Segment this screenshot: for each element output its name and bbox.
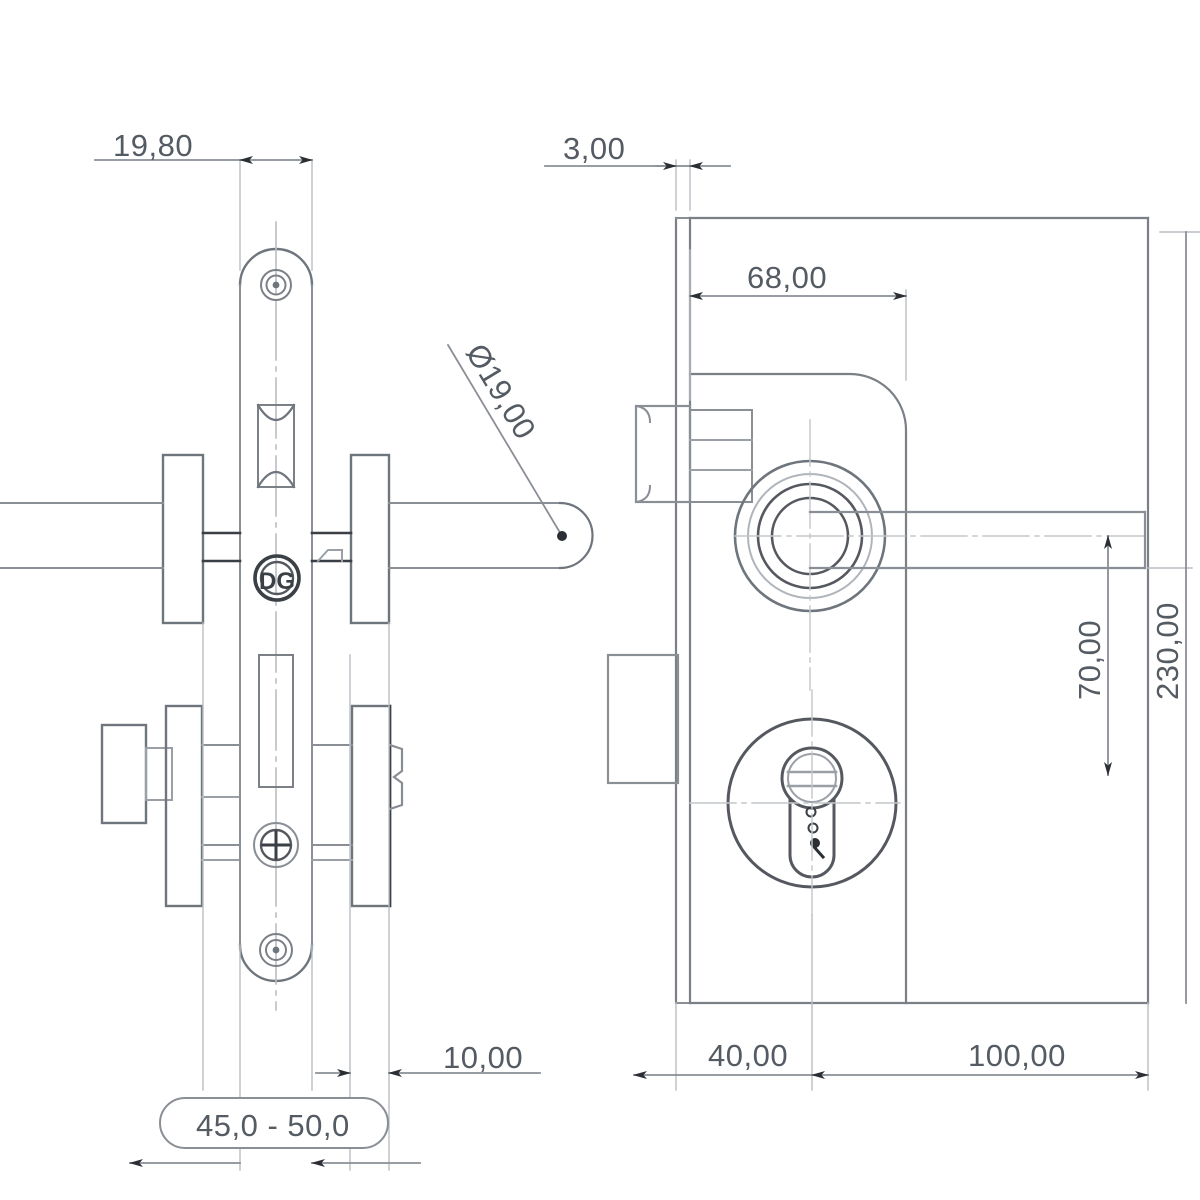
cylinder-collar-left (164, 704, 204, 908)
dim-label-100-00: 100,00 (968, 1038, 1066, 1073)
handle-bar-right (388, 501, 594, 570)
latch-bolt (634, 404, 692, 504)
dim-diameter-19-00 (446, 343, 567, 541)
lock-case-inner-profile (688, 372, 908, 1005)
euro-cylinder-keyhole (689, 689, 901, 916)
dim-label-3-00: 3,00 (563, 131, 625, 166)
follower-stack (689, 409, 753, 503)
bottom-screw-hole (259, 933, 293, 967)
spindle-stub-left (201, 531, 242, 563)
dim-label-45-50: 45,0 - 50,0 (196, 1108, 350, 1143)
faceplate (674, 216, 692, 1005)
right-front-elevation-group (606, 159, 1200, 1091)
thumbturn-knob (100, 723, 173, 825)
lock-case-body (688, 216, 1150, 1005)
left-side-elevation-group: DG (0, 159, 594, 1171)
top-screw-hole (260, 269, 292, 301)
dim-label-70-00: 70,00 (1072, 620, 1107, 700)
dim-label-40-00: 40,00 (708, 1038, 788, 1073)
dim-label-68-00: 68,00 (747, 260, 827, 295)
door-thickness-callout-box (159, 1097, 389, 1149)
spindle-stub-right (310, 531, 353, 563)
middle-window-cutout (258, 654, 294, 788)
dim-label-19-80: 19,80 (113, 128, 193, 163)
right-rosette (349, 453, 391, 625)
upper-cutout-slot (256, 403, 296, 489)
logo-text: DG (259, 568, 295, 595)
dim-label-diameter-19-00: Ø19,00 (459, 338, 543, 446)
dim-label-230-00: 230,00 (1150, 602, 1185, 700)
center-phillips-screw (253, 822, 299, 868)
deadbolt (606, 653, 680, 785)
manufacturer-logo-emblem: DG (253, 554, 301, 602)
dim-label-10-00: 10,00 (443, 1040, 523, 1075)
lever-handle-bar (808, 510, 1147, 570)
left-view-dimensions (94, 156, 567, 1167)
handle-rosette-front (733, 419, 1146, 691)
handle-bar-left (0, 502, 164, 569)
latch-block-right (311, 704, 404, 908)
right-view-dimensions (544, 162, 1187, 1079)
left-rosette (161, 453, 205, 625)
cylinder-body (201, 705, 241, 907)
